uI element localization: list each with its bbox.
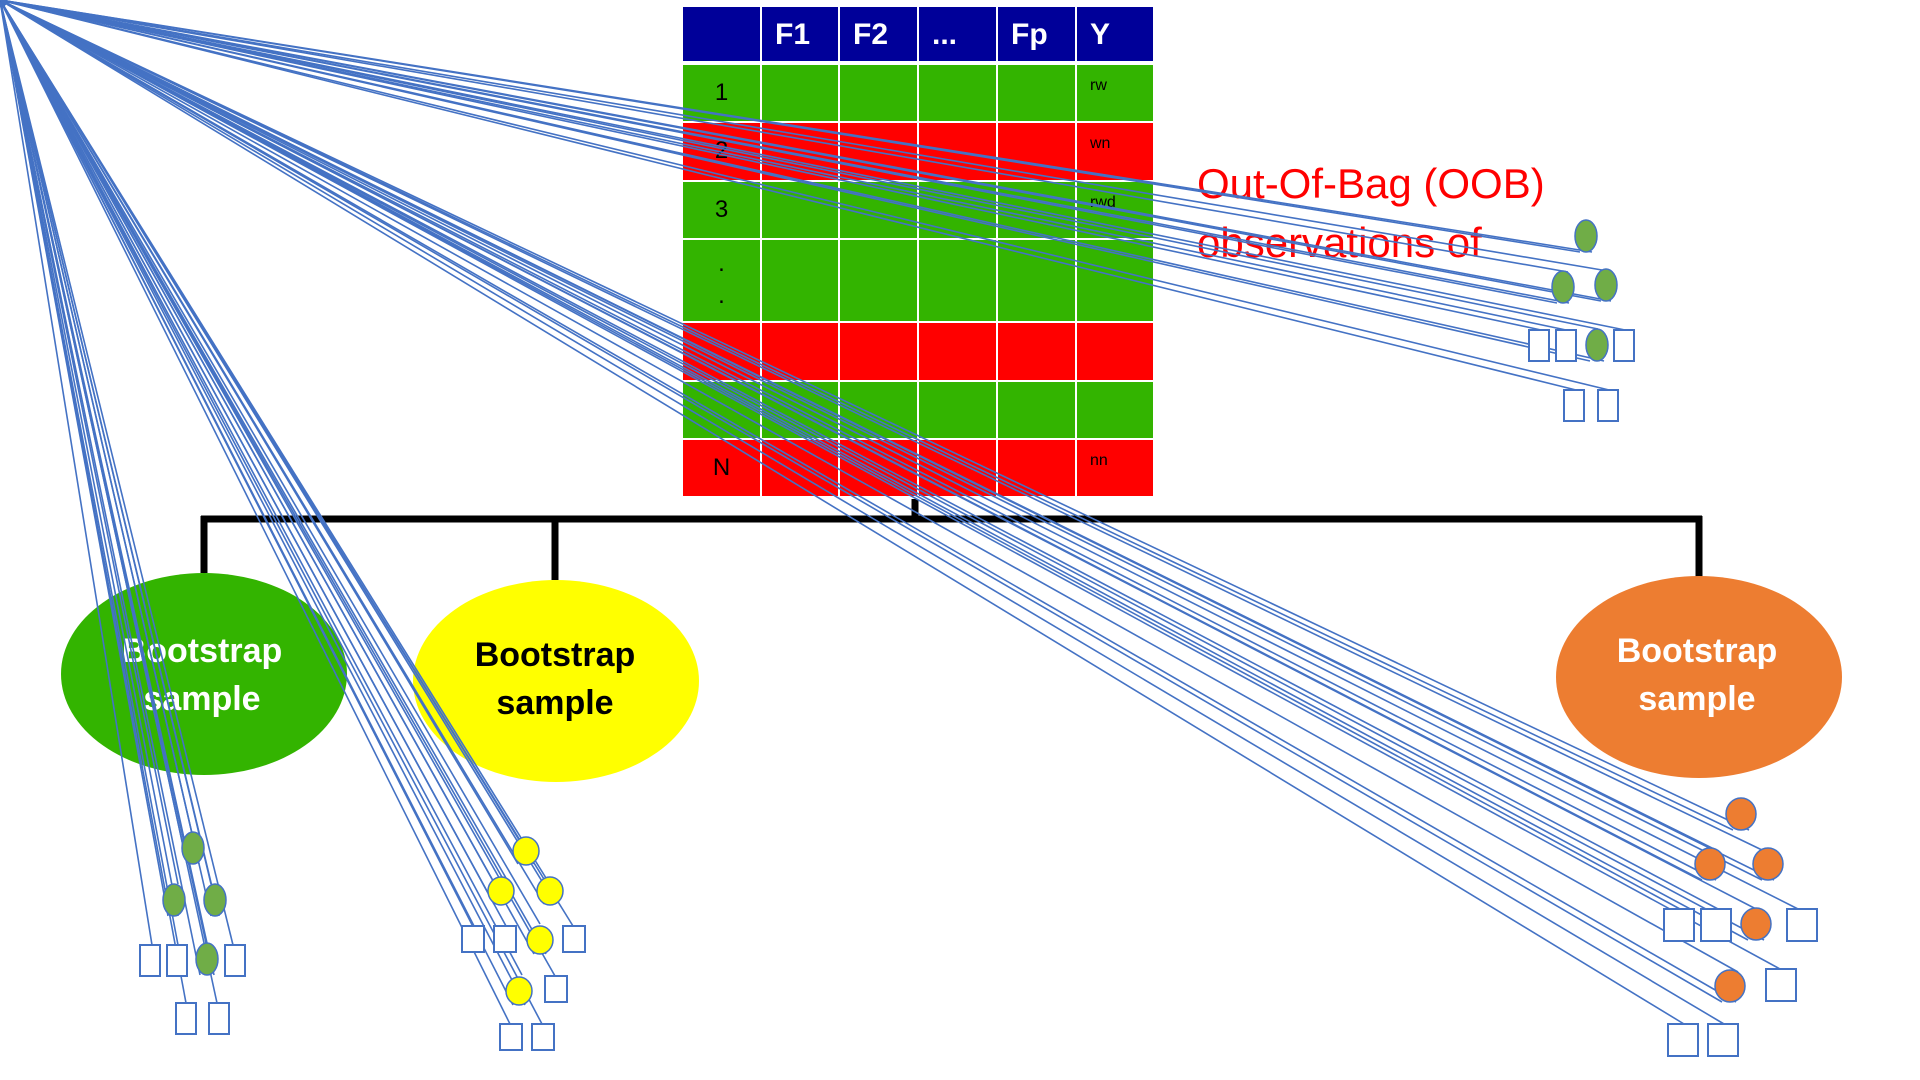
table-header-label: F2 — [853, 18, 888, 51]
tree-leaf — [1613, 329, 1635, 362]
tree-leaf — [1663, 908, 1695, 942]
tree-leaf — [166, 944, 188, 977]
table-cell — [760, 238, 840, 323]
tree-node — [203, 883, 227, 917]
table-cell — [996, 121, 1077, 182]
tree-node — [487, 876, 515, 906]
table-row-id: N — [713, 454, 730, 481]
table-row-id: 1 — [715, 79, 728, 106]
table-row-id: 2 — [715, 137, 728, 164]
tree-leaf — [1707, 1023, 1739, 1057]
bootstrap-sample-2: Bootstrap sample — [413, 580, 699, 782]
tree-node — [1752, 847, 1784, 881]
tree-leaf — [461, 925, 485, 953]
tree-leaf — [1765, 968, 1797, 1002]
table-header-label: ... — [932, 18, 957, 51]
tree-node — [162, 883, 186, 917]
table-row-id: 3 — [715, 196, 728, 223]
table-header-cell — [838, 5, 919, 63]
table-header-cell — [996, 5, 1077, 63]
tree-node — [1574, 219, 1598, 253]
tree-leaf — [531, 1023, 555, 1051]
tree-node — [1594, 268, 1618, 302]
connector-lines — [200, 499, 1703, 580]
bootstrap-sample-1-line1: Bootstrap — [122, 632, 283, 670]
tree-orange — [0, 0, 1818, 1057]
tree-node — [505, 976, 533, 1006]
table-cell — [996, 438, 1077, 498]
table-cell — [760, 63, 840, 123]
bootstrap-sample-1: Bootstrap sample — [61, 573, 347, 775]
table-cell — [838, 63, 919, 123]
table-cell — [1075, 321, 1155, 382]
tree-leaf — [1667, 1023, 1699, 1057]
table-cell — [838, 321, 919, 382]
table-header-cell — [681, 5, 762, 63]
tree-node — [1714, 969, 1746, 1003]
table-header-cell — [760, 5, 840, 63]
bootstrap-sample-3-line1: Bootstrap — [1617, 632, 1778, 670]
bootstrap-sample-3-line2: sample — [1638, 680, 1755, 718]
tree-leaf — [493, 925, 517, 953]
table-header-label: F1 — [775, 18, 810, 51]
table-cell — [1075, 438, 1155, 498]
table-cell — [917, 63, 998, 123]
tree-leaf — [139, 944, 161, 977]
tree-node — [1694, 847, 1726, 881]
table-cell — [917, 321, 998, 382]
table-header-label: Fp — [1011, 18, 1048, 51]
table-y-value: wn — [1089, 135, 1110, 152]
tree-green-oob — [0, 0, 1635, 422]
table-header-label: Y — [1090, 18, 1110, 51]
tree-yellow — [0, 0, 586, 1051]
table-cell — [996, 321, 1077, 382]
tree-leaf — [1563, 389, 1585, 422]
tree-node — [1740, 907, 1772, 941]
table-cell — [1075, 380, 1155, 440]
bootstrap-sample-2-line1: Bootstrap — [475, 636, 636, 674]
table-cell — [760, 180, 840, 240]
table-y-value: rw — [1090, 77, 1107, 94]
tree-node — [526, 925, 554, 955]
tree-leaf — [1555, 329, 1577, 362]
tree-node — [1551, 270, 1575, 304]
tree-leaf — [1528, 329, 1550, 362]
bootstrap-sample-3: Bootstrap sample — [1556, 576, 1842, 778]
table-cell — [917, 238, 998, 323]
table-cell — [996, 380, 1077, 440]
table-row-id: . — [718, 282, 725, 309]
tree-leaf — [499, 1023, 523, 1051]
table-header-cell — [1075, 5, 1155, 63]
table-cell — [838, 238, 919, 323]
tree-node — [1585, 328, 1609, 362]
tree-node — [195, 942, 219, 976]
table-row-id: . — [718, 250, 725, 277]
tree-leaf — [175, 1002, 197, 1035]
tree-node — [536, 876, 564, 906]
tree-leaf — [1786, 908, 1818, 942]
table-cell — [996, 63, 1077, 123]
tree-node — [512, 836, 540, 866]
tree-green-1 — [0, 0, 246, 1035]
bootstrap-sample-2-line2: sample — [496, 684, 613, 722]
table-cell — [1075, 63, 1155, 123]
table-cell — [681, 438, 762, 498]
tree-leaf — [544, 975, 568, 1003]
tree-leaf — [224, 944, 246, 977]
tree-leaf — [208, 1002, 230, 1035]
tree-node — [181, 831, 205, 865]
tree-leaf — [1597, 389, 1619, 422]
table-header-cell — [917, 5, 998, 63]
table-cell — [838, 380, 919, 440]
table-y-value: nn — [1090, 452, 1108, 469]
bootstrap-sample-1-line2: sample — [143, 680, 260, 718]
tree-leaf — [562, 925, 586, 953]
tree-node — [1725, 797, 1757, 831]
table-cell — [917, 380, 998, 440]
tree-leaf — [1700, 908, 1732, 942]
